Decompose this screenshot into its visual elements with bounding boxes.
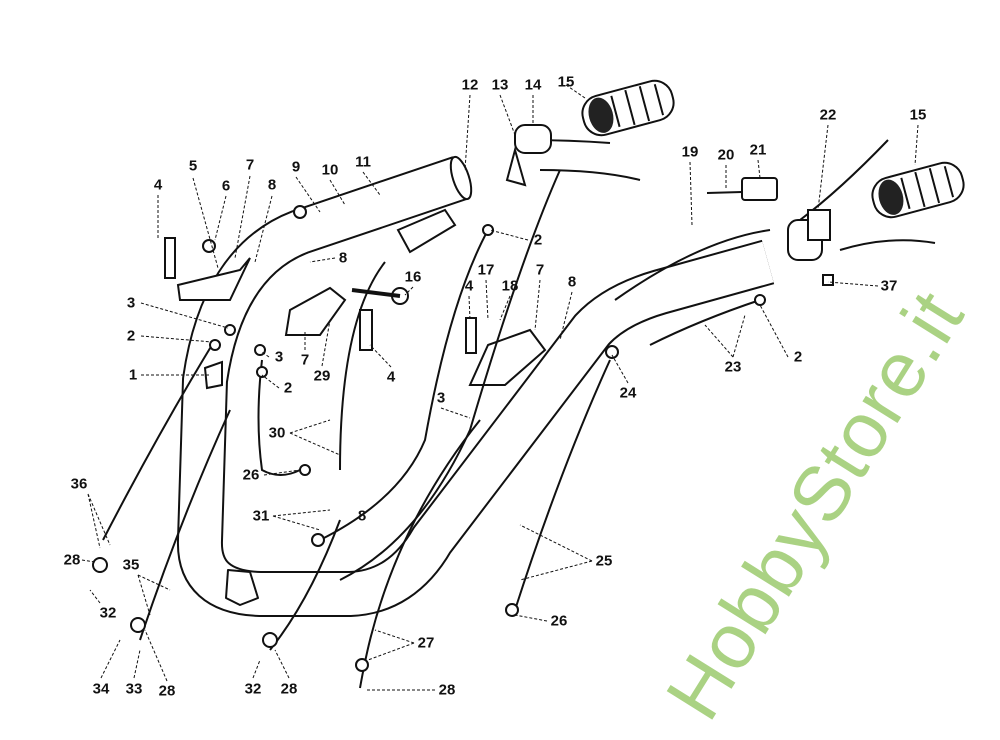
part-label: 6 — [221, 177, 231, 195]
part-label: 2 — [283, 379, 293, 397]
part-label: 17 — [477, 261, 495, 279]
part-label: 3 — [436, 389, 446, 407]
part-label: 9 — [291, 158, 301, 176]
part-label: 28 — [280, 680, 298, 698]
part-label: 34 — [92, 680, 110, 698]
part-label: 22 — [819, 106, 837, 124]
part-label: 36 — [70, 475, 88, 493]
part-label: 27 — [417, 634, 435, 652]
part-label: 2 — [793, 348, 803, 366]
part-label: 14 — [524, 76, 542, 94]
part-label: 4 — [386, 368, 396, 386]
part-label: 11 — [355, 153, 371, 171]
part-label: 28 — [158, 682, 176, 700]
part-label: 18 — [501, 277, 519, 295]
part-label: 8 — [567, 273, 577, 291]
part-label: 7 — [300, 351, 310, 369]
part-label: 8 — [357, 507, 367, 525]
part-label: 32 — [99, 604, 117, 622]
brackets — [164, 208, 547, 390]
part-label: 1 — [128, 366, 138, 384]
fittings — [92, 205, 766, 672]
part-label: 4 — [464, 277, 474, 295]
part-label: 33 — [125, 680, 143, 698]
part-label: 20 — [717, 146, 735, 164]
part-label: 28 — [63, 551, 81, 569]
part-label: 32 — [244, 680, 262, 698]
part-label: 26 — [242, 466, 260, 484]
part-label: 7 — [535, 261, 545, 279]
part-label: 13 — [491, 76, 509, 94]
part-label: 15 — [557, 73, 575, 91]
part-label: 3 — [274, 348, 284, 366]
part-label: 12 — [461, 76, 479, 94]
part-label: 26 — [550, 612, 568, 630]
leader-lines — [81, 84, 919, 691]
part-label: 19 — [681, 143, 699, 161]
part-label: 21 — [749, 141, 767, 159]
part-label: 31 — [252, 507, 270, 525]
part-label: 8 — [267, 176, 277, 194]
part-label: 4 — [153, 176, 163, 194]
part-label: 30 — [268, 424, 286, 442]
part-label: 29 — [313, 367, 331, 385]
part-label: 10 — [321, 161, 339, 179]
grip-left — [581, 79, 675, 137]
part-label: 25 — [595, 552, 613, 570]
part-label: 2 — [126, 327, 136, 345]
part-label: 16 — [404, 268, 422, 286]
part-label: 8 — [338, 249, 348, 267]
part-label: 3 — [126, 294, 136, 312]
part-label: 35 — [122, 556, 140, 574]
part-label: 7 — [245, 156, 255, 174]
levers — [505, 124, 936, 286]
part-label: 23 — [724, 358, 742, 376]
part-label: 24 — [619, 384, 637, 402]
part-label: 37 — [880, 277, 898, 295]
part-label: 2 — [533, 231, 543, 249]
cables — [102, 169, 771, 689]
grip-right — [871, 161, 965, 219]
part-label: 28 — [438, 681, 456, 699]
part-label: 5 — [188, 157, 198, 175]
part-label: 15 — [909, 106, 927, 124]
